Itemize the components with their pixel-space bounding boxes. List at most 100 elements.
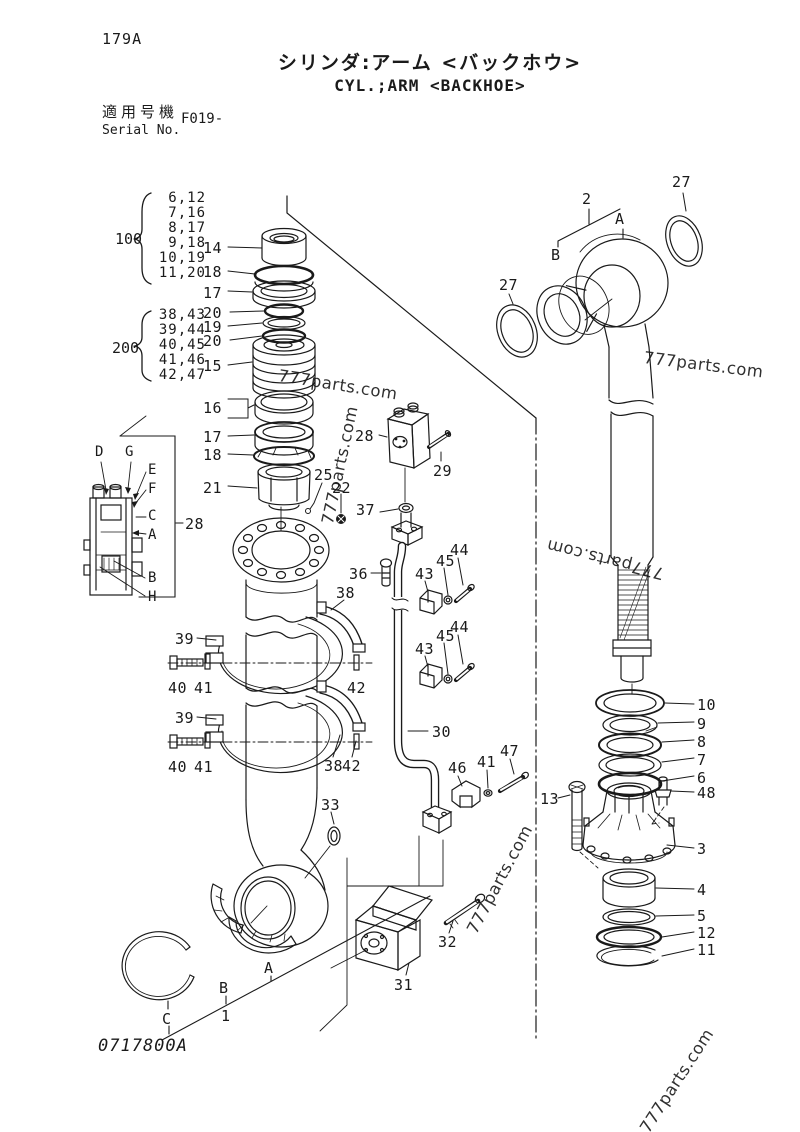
callout-21: 21 bbox=[203, 479, 223, 497]
callout-16: 16 bbox=[203, 399, 223, 417]
letter-B-eye: B bbox=[219, 979, 229, 997]
ref-pair: 38,43 bbox=[158, 307, 206, 323]
section-boundary-lines bbox=[286, 195, 537, 1039]
callout-18b: 18 bbox=[203, 446, 223, 464]
callout-15: 15 bbox=[203, 357, 223, 375]
callout-30: 30 bbox=[432, 723, 452, 741]
callout-2: 2 bbox=[582, 190, 592, 208]
group-100-label: 100 bbox=[115, 230, 143, 248]
inset-letter-H: H bbox=[148, 589, 157, 605]
callout-29: 29 bbox=[433, 462, 453, 480]
callout-7: 7 bbox=[697, 751, 707, 769]
rod-seal-rings bbox=[595, 689, 665, 797]
page-code: 179A bbox=[102, 30, 143, 48]
callout-31: 31 bbox=[394, 976, 414, 994]
inset-ref-28: 28 bbox=[185, 515, 205, 533]
serial-value: F019- bbox=[181, 111, 224, 127]
inset-letter-C: C bbox=[148, 508, 157, 524]
callout-41a: 41 bbox=[194, 679, 214, 697]
letter-C-eye: C bbox=[162, 1010, 172, 1028]
callout-39a: 39 bbox=[175, 630, 195, 648]
callout-45a: 45 bbox=[436, 552, 456, 570]
letter-A-eye: A bbox=[264, 959, 274, 977]
callout-38b: 38 bbox=[324, 757, 344, 775]
callout-6: 6 bbox=[697, 769, 707, 787]
group-200-items: 38,43 39,44 40,45 41,46 42,47 bbox=[150, 308, 206, 383]
inset-letter-E: E bbox=[148, 462, 157, 478]
callout-33: 33 bbox=[321, 796, 341, 814]
callout-20: 20 bbox=[203, 304, 223, 322]
callout-27-right: 27 bbox=[672, 173, 692, 191]
valve-and-pipe bbox=[319, 402, 529, 1032]
title-japanese: シリンダ:アーム <バックホウ> bbox=[277, 52, 583, 74]
callout-12: 12 bbox=[697, 924, 717, 942]
serial-label-jp: 適用号機 bbox=[102, 103, 179, 121]
callout-44b: 44 bbox=[450, 618, 470, 636]
piston-rod-parts-stack bbox=[232, 227, 330, 583]
serial-label-en: Serial No. bbox=[102, 123, 181, 138]
callout-27-left: 27 bbox=[499, 276, 519, 294]
callout-42b: 42 bbox=[342, 757, 362, 775]
callout-5: 5 bbox=[697, 907, 707, 925]
callout-14: 14 bbox=[203, 239, 223, 257]
ref-pair: 8,17 bbox=[168, 220, 206, 236]
callout-9: 9 bbox=[697, 715, 707, 733]
callout-13: 13 bbox=[540, 790, 560, 808]
drawing-code: 0717800A bbox=[98, 1036, 188, 1056]
callout-3: 3 bbox=[697, 840, 707, 858]
tube-clamp-bands bbox=[169, 601, 366, 774]
inset-letter-D: D bbox=[95, 444, 104, 460]
callout-47: 47 bbox=[500, 742, 520, 760]
ref-pair: 41,46 bbox=[158, 352, 206, 368]
rod-assembly bbox=[496, 208, 703, 695]
callout-37: 37 bbox=[356, 501, 376, 519]
callout-40b: 40 bbox=[168, 758, 188, 776]
callout-leaders bbox=[196, 192, 695, 976]
title-english: CYL.;ARM <BACKHOE> bbox=[334, 76, 526, 95]
callout-11: 11 bbox=[697, 941, 717, 959]
ref-pair: 42,47 bbox=[158, 367, 206, 383]
callout-4: 4 bbox=[697, 881, 707, 899]
callout-17: 17 bbox=[203, 284, 223, 302]
inset-letter-F: F bbox=[148, 481, 157, 497]
callout-45b: 45 bbox=[436, 627, 456, 645]
ref-pair: 40,45 bbox=[158, 337, 206, 353]
ref-pair: 9,18 bbox=[168, 235, 206, 251]
callout-20b: 20 bbox=[203, 332, 223, 350]
bottom-eye-assembly bbox=[121, 826, 341, 1001]
group-200-label: 200 bbox=[112, 339, 140, 357]
inset-letter-G: G bbox=[125, 444, 134, 460]
callout-28: 28 bbox=[355, 427, 375, 445]
callout-17b: 17 bbox=[203, 428, 223, 446]
callout-22: 22 bbox=[332, 479, 352, 497]
callout-8: 8 bbox=[697, 733, 707, 751]
callout-46: 46 bbox=[448, 759, 468, 777]
callout-43a: 43 bbox=[415, 565, 435, 583]
ref-pair: 7,16 bbox=[168, 205, 206, 221]
callout-43b: 43 bbox=[415, 640, 435, 658]
ref-pair: 6,12 bbox=[168, 190, 206, 206]
letter-A-rod: A bbox=[615, 210, 625, 228]
gland-assembly bbox=[568, 776, 676, 967]
callout-1: 1 bbox=[221, 1007, 231, 1025]
callout-18: 18 bbox=[203, 263, 223, 281]
callout-40a: 40 bbox=[168, 679, 188, 697]
letter-B-rod: B bbox=[551, 246, 561, 264]
inset-valve-section bbox=[83, 415, 184, 598]
callout-36: 36 bbox=[349, 565, 369, 583]
callout-32: 32 bbox=[438, 933, 458, 951]
callout-44a: 44 bbox=[450, 541, 470, 559]
group-100-items: 6,12 7,16 8,17 9,18 10,19 11,20 bbox=[150, 191, 206, 281]
ref-pair: 11,20 bbox=[158, 265, 206, 281]
callout-19: 19 bbox=[203, 318, 223, 336]
callout-48: 48 bbox=[697, 784, 717, 802]
ref-pair: 10,19 bbox=[158, 250, 206, 266]
callout-42a: 42 bbox=[347, 679, 367, 697]
callout-25: 25 bbox=[314, 466, 334, 484]
inset-letter-B: B bbox=[148, 570, 157, 586]
callout-41c: 41 bbox=[477, 753, 497, 771]
callout-39b: 39 bbox=[175, 709, 195, 727]
cylinder-tube bbox=[167, 579, 373, 867]
